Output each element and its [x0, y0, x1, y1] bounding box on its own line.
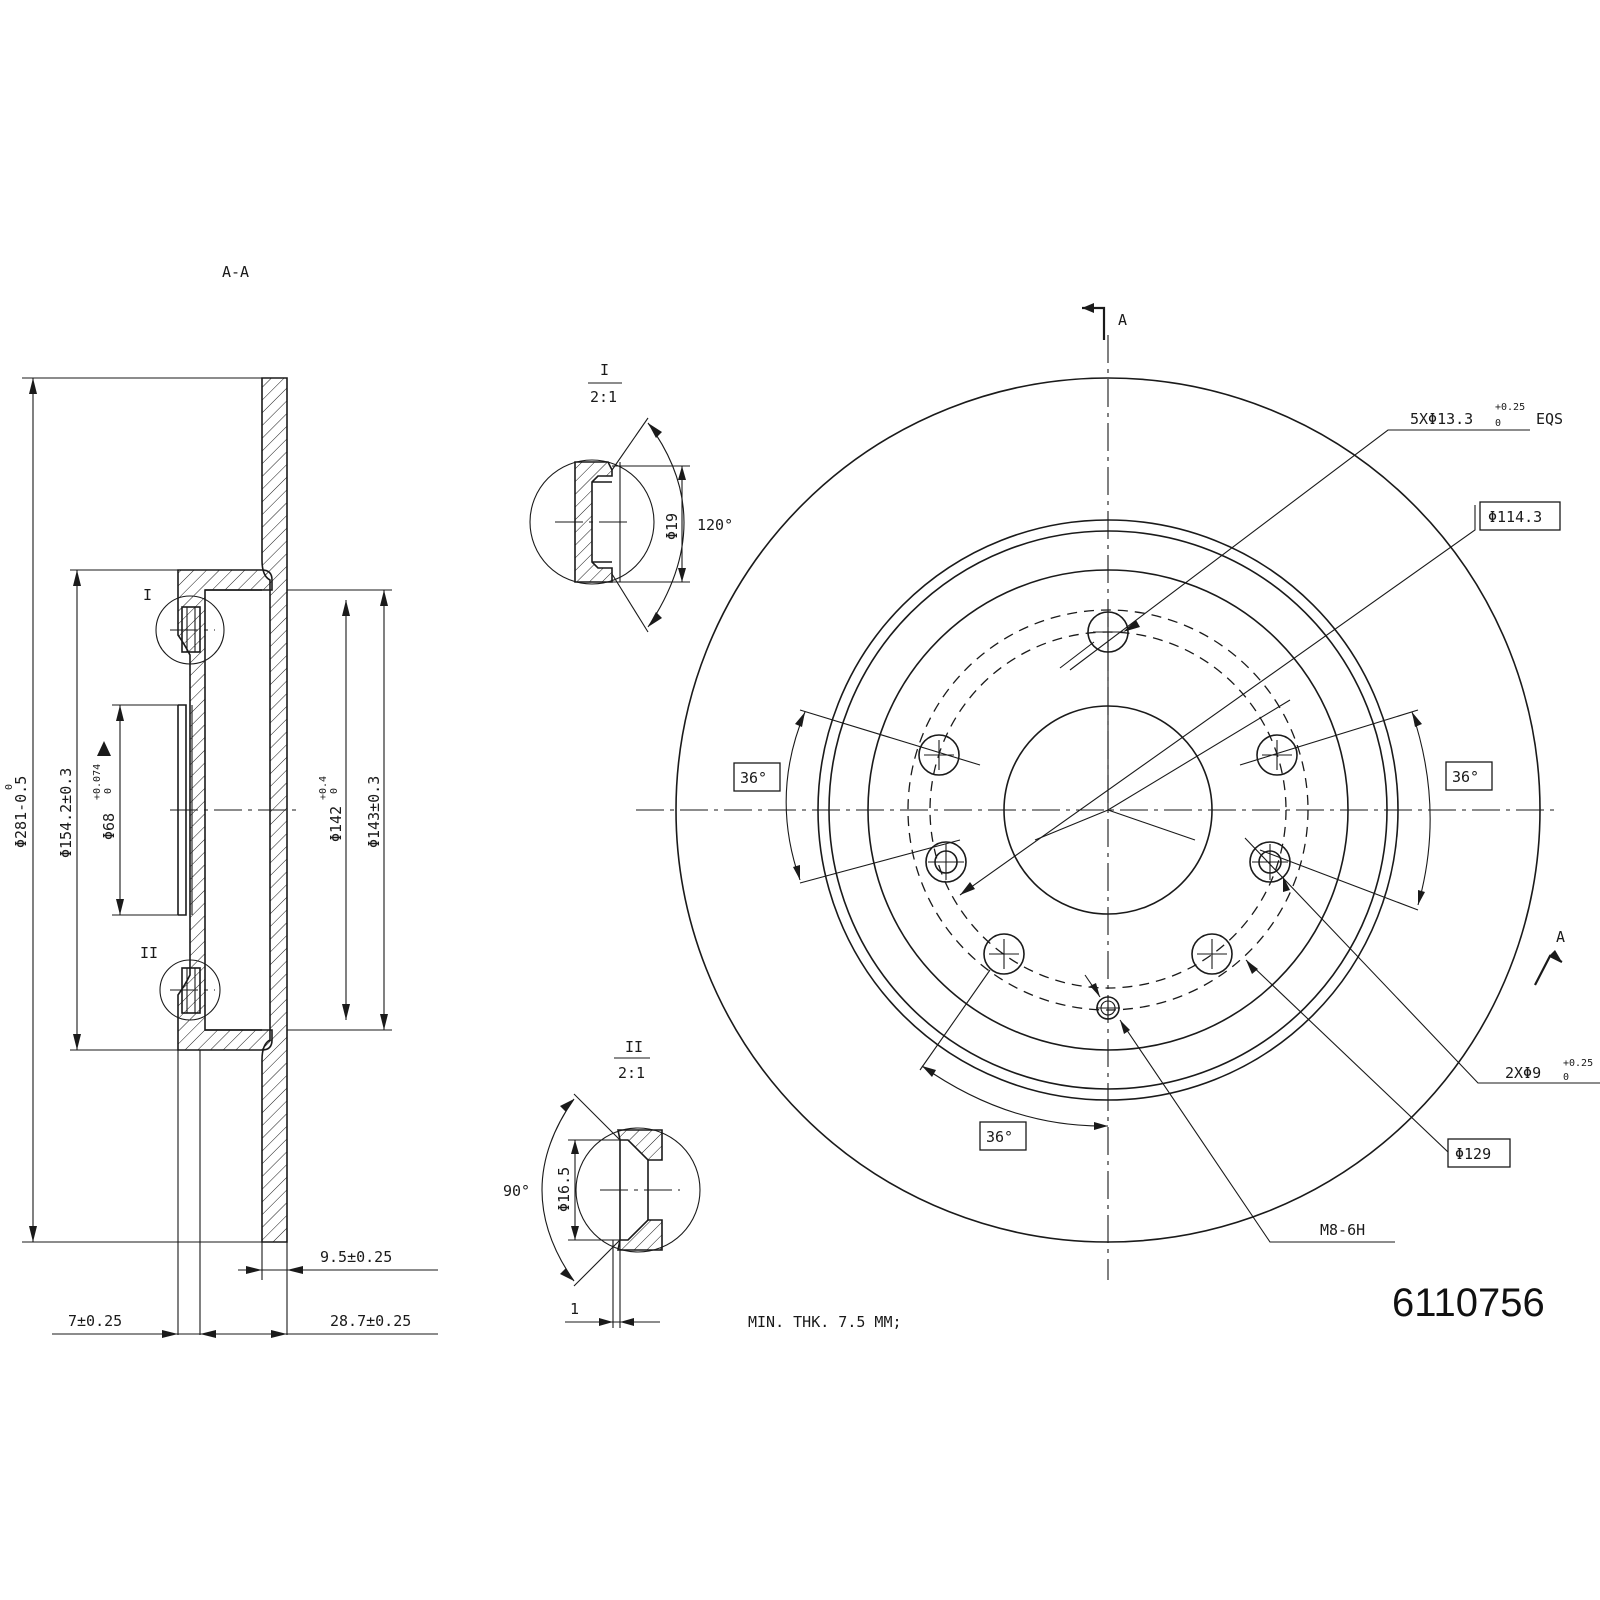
pilot-diameter-dimension: Φ143±0.3 [365, 590, 388, 1030]
svg-text:2:1: 2:1 [618, 1064, 645, 1082]
pilot-diameter-text: Φ143±0.3 [365, 776, 383, 848]
angle-bottom-text: 36° [986, 1128, 1013, 1146]
svg-text:+0.25: +0.25 [1563, 1058, 1593, 1069]
angle-right-text: 36° [1452, 768, 1479, 786]
callout-II-label: II [140, 944, 158, 962]
min-thickness-note: MIN. THK. 7.5 MM; [748, 1313, 902, 1331]
section-marker-right [1534, 954, 1563, 986]
angle-dimension-right: 36° [1239, 709, 1493, 911]
angle-dimension-left: 36° [733, 709, 981, 884]
bore-diameter-dimension: Φ68 +0.074 0 [92, 704, 178, 916]
small-holes [925, 841, 1291, 883]
small-pcd-text: Φ129 [1455, 1145, 1491, 1163]
section-marker-right-label: A [1556, 928, 1565, 946]
svg-text:+0.4: +0.4 [318, 776, 329, 800]
detail-I-diameter-text: Φ19 [663, 513, 681, 540]
threaded-hole [1096, 996, 1120, 1020]
small-holes-callout: 2XΦ9 +0.25 0 [1244, 837, 1600, 1084]
section-label: A-A [222, 263, 249, 281]
total-height-text: 28.7±0.25 [330, 1312, 411, 1330]
detail-II-diameter-text: Φ16.5 [555, 1167, 573, 1212]
bolt-holes-text: 5XΦ13.3 [1410, 410, 1473, 428]
svg-text:2:1: 2:1 [590, 388, 617, 406]
outer-diameter-text: Φ281-0.5 [12, 776, 30, 848]
callout-I-label: I [143, 586, 152, 604]
front-view: A A [636, 303, 1600, 1280]
bottom-dimensions: 9.5±0.25 7±0.25 28.7±0.25 [52, 1050, 438, 1338]
svg-text:+0.074: +0.074 [92, 764, 103, 800]
detail-II-gap-text: 1 [570, 1300, 579, 1318]
bolt-holes [918, 611, 1298, 975]
pcd-callout: Φ114.3 [959, 501, 1561, 896]
detail-II-callout-circle [159, 959, 221, 1021]
thread-callout: M8-6H [1119, 1019, 1395, 1243]
svg-text:0: 0 [1495, 418, 1501, 429]
svg-text:0: 0 [103, 788, 114, 794]
hat-thickness-text: 7±0.25 [68, 1312, 122, 1330]
part-number: 6110756 [1392, 1281, 1545, 1325]
outer-diameter-dimension: Φ281-0.5 0 [4, 377, 262, 1243]
angle-left-text: 36° [740, 769, 767, 787]
svg-text:II: II [625, 1038, 643, 1056]
svg-text:0: 0 [4, 784, 15, 790]
detail-I: I 2:1 Φ19 120° [529, 361, 733, 633]
thread-text: M8-6H [1320, 1221, 1365, 1239]
detail-II: II 2:1 Φ16.5 90° 1 [503, 1038, 701, 1328]
hat-section [177, 569, 273, 1051]
svg-text:0: 0 [329, 788, 340, 794]
detail-I-callout-circle [155, 595, 225, 665]
small-holes-text: 2XΦ9 [1505, 1064, 1541, 1082]
rotor-thickness-text: 9.5±0.25 [320, 1248, 392, 1266]
hat-diameter-text: Φ154.2±0.3 [57, 768, 75, 858]
svg-text:I: I [600, 361, 609, 379]
braking-surface-inner [828, 530, 1388, 1090]
datum-triangle [97, 741, 111, 756]
detail-II-angle-text: 90° [503, 1182, 530, 1200]
bore-diameter-text: Φ68 [100, 813, 118, 840]
svg-text:0: 0 [1563, 1072, 1569, 1083]
rotor-outer-edge [675, 377, 1541, 1243]
detail-I-angle-text: 120° [697, 516, 733, 534]
detail-I-circle [529, 459, 655, 585]
hub-diameter-text: Φ142 [327, 806, 345, 842]
braking-surface-outer [817, 519, 1399, 1101]
section-marker-top [1082, 306, 1106, 340]
hat-outer-edge [867, 569, 1349, 1051]
hat-diameter-dimension: Φ154.2±0.3 [57, 569, 178, 1051]
hub-diameter-dimension: Φ142 +0.4 0 [318, 600, 350, 1020]
pcd-text: Φ114.3 [1488, 508, 1542, 526]
section-view: A-A I II [4, 263, 438, 1338]
svg-text:+0.25: +0.25 [1495, 402, 1525, 413]
bolt-hole-callout: 5XΦ13.3 +0.25 0 EQS [1059, 402, 1563, 671]
section-marker-top-label: A [1118, 311, 1127, 329]
detail-II-circle [575, 1127, 701, 1253]
small-pcd-callout: Φ129 [1245, 959, 1511, 1168]
angle-dimension-bottom: 36° [919, 969, 1109, 1151]
bolt-holes-suffix-text: EQS [1536, 410, 1563, 428]
